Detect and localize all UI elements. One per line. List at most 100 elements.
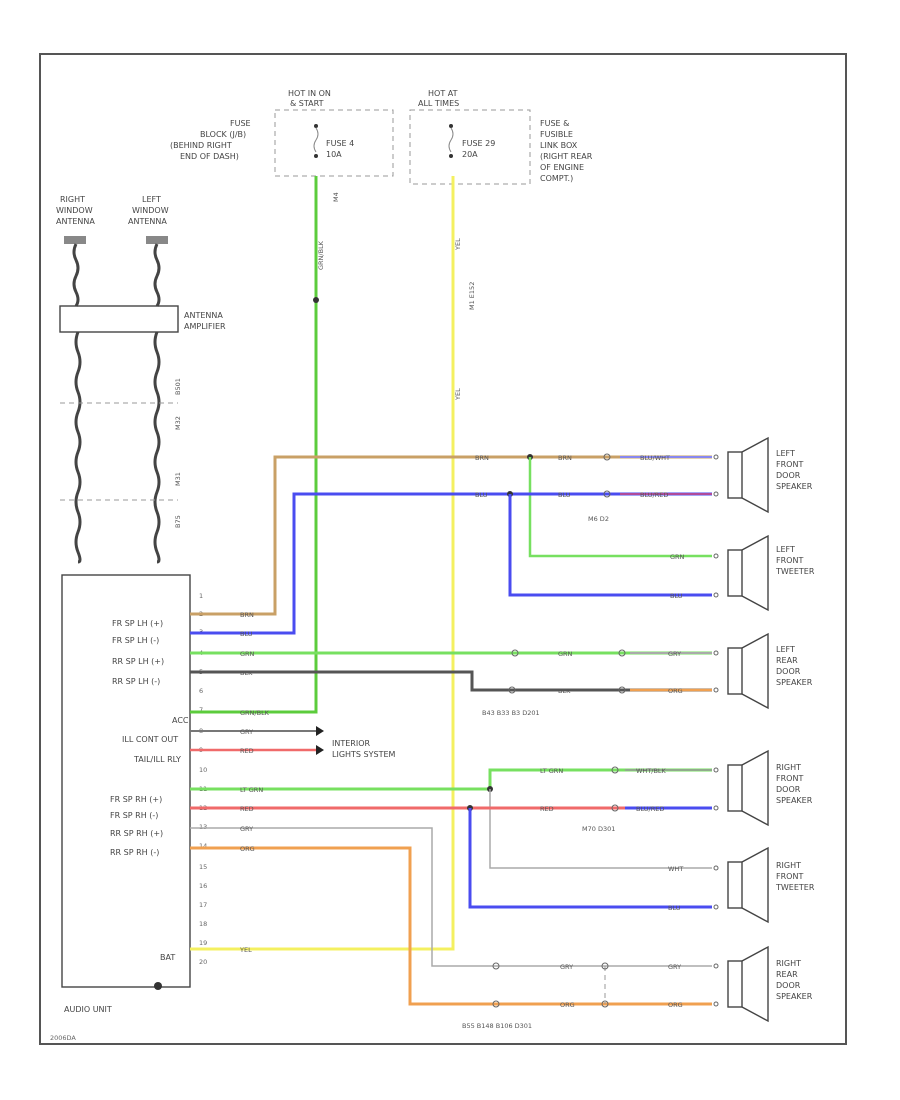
speaker-rft-label-3: TWEETER [775,883,815,892]
wlbl: BRN [475,454,489,462]
fuse-left-element [313,127,319,153]
pin-num: 13 [199,823,207,831]
pin-rr-sp-rh-neg: RR SP RH (-) [110,848,159,857]
wlbl: B55 B148 B106 D301 [462,1022,532,1030]
pin-num: 19 [199,939,207,947]
speaker-rf-label-2: FRONT [776,774,803,783]
conn-mark [492,962,500,970]
conn-mark [611,804,619,812]
wlbl: BLU/RED [636,805,664,813]
wlbl: WHT [668,865,683,873]
splice-acc [313,297,319,303]
wlbl: GRY [668,650,681,658]
wlbl: RED [240,805,254,813]
antenna-conn-1: B501 [174,378,182,395]
pin-num: 10 [199,766,207,774]
fuse-right-element [448,127,454,153]
fuse-left-terminal-bottom [314,154,318,158]
speaker-rft-body [727,861,743,909]
fuse-right-rating-1: FUSE 29 [462,139,495,148]
wire-rr-rh-pos-gray [190,827,712,967]
pin-num: 1 [199,592,203,600]
antenna-amplifier-label-1: ANTENNA [184,311,223,320]
antenna-conn-2: M32 [174,416,182,430]
wlbl: GRN [670,553,685,561]
speaker-left-rear-door: LEFT REAR DOOR SPEAKER [727,632,813,710]
pin-rr-sp-lh-pos: RR SP LH (+) [112,657,164,666]
left-antenna-label-2: WINDOW [132,206,169,215]
conn-mark [713,553,719,559]
wire-bat-label: YEL [454,238,462,251]
conn-mark [511,649,519,657]
wire-bat-label-2: YEL [454,388,462,401]
conn-mark [603,490,611,498]
conn-mark [713,865,719,871]
pin-num: 17 [199,901,207,909]
wlbl: GRY [668,963,681,971]
speaker-left-front-door: LEFT FRONT DOOR SPEAKER [727,436,813,514]
fuse-left-block-1: FUSE [230,119,251,128]
conn-mark [713,687,719,693]
wlbl: GRN [240,650,255,658]
wlbl: M70 D301 [582,825,615,833]
wire-labels: BRN BLU GRN BLK GRN/BLK GRY RED LT GRN R… [239,454,685,1030]
arrow-ill [316,726,324,736]
speaker-rft-label-1: RIGHT [776,861,801,870]
right-antenna-icon [64,236,86,244]
fuse-right-block-3: LINK BOX [540,141,578,150]
pin-rr-sp-rh-pos: RR SP RH (+) [110,829,163,838]
wlbl: GRY [240,825,253,833]
diagram-frame [39,53,847,1045]
pin-num: 16 [199,882,207,890]
interior-lights-label-1: INTERIOR [332,739,371,748]
right-antenna-cable-upper [72,243,80,307]
speaker-right-front-door: RIGHT FRONT DOOR SPEAKER [727,749,813,827]
wlbl: BRN [558,454,572,462]
speaker-lr-body [727,647,743,695]
speaker-rft-label-2: FRONT [776,872,803,881]
speaker-rr-label-2: REAR [776,970,798,979]
pin-num: 14 [199,842,207,850]
speaker-lft-label-1: LEFT [776,545,795,554]
left-antenna-icon [146,236,168,244]
wlbl: LT GRN [240,786,263,794]
conn-mark [601,962,609,970]
wlbl: BLK [240,669,253,677]
wlbl: ORG [240,845,255,853]
wlbl: GRY [560,963,573,971]
conn-mark [601,1000,609,1008]
fuse-block-left: HOT IN ON & START FUSE BLOCK (J/B) (BEHI… [170,89,394,202]
wire-fr-rh-pos-ltgreen [190,768,712,791]
wire-acc-label: GRN/BLK [317,240,325,270]
speaker-lf-label-2: FRONT [776,460,803,469]
speaker-lr-label-1: LEFT [776,645,795,654]
speaker-lr-label-3: DOOR [776,667,801,676]
pin-num: 20 [199,958,207,966]
pin-rr-sp-lh-neg: RR SP LH (-) [112,677,160,686]
wlbl: BLU [240,630,253,638]
fuse-left-terminal-top [314,124,318,128]
speaker-lr-label-4: SPEAKER [776,678,813,687]
pin-number-column: 1 2 3 4 5 6 7 8 9 10 11 12 13 14 15 16 1… [199,592,207,966]
fuse-right-terminal-bottom [449,154,453,158]
speaker-lft-body [727,549,743,597]
left-antenna-label-1: LEFT [142,195,161,204]
speaker-lft-cone [741,534,769,612]
wlbl: BLU [475,491,488,499]
arrow-tail [316,745,324,755]
pin-num: 7 [199,706,203,714]
conn-mark [618,686,626,694]
fuse-left-hot-1: HOT IN ON [288,89,331,98]
right-antenna-cable-lower [74,331,82,564]
conn-mark [713,454,719,460]
wlbl: BRN [240,611,254,619]
fuse-right-block-6: COMPT.) [540,174,573,183]
antenna-section: RIGHT WINDOW ANTENNA LEFT WINDOW ANTENNA… [56,195,226,564]
wire-bat-yellow [190,176,455,951]
speaker-lr-cone [741,632,769,710]
connector-markers [492,453,719,1008]
pin-fr-sp-lh-pos: FR SP LH (+) [112,619,163,628]
fuse-left-block-3: (BEHIND RIGHT [170,141,232,150]
speaker-right-front-tweeter: RIGHT FRONT TWEETER [727,846,815,924]
